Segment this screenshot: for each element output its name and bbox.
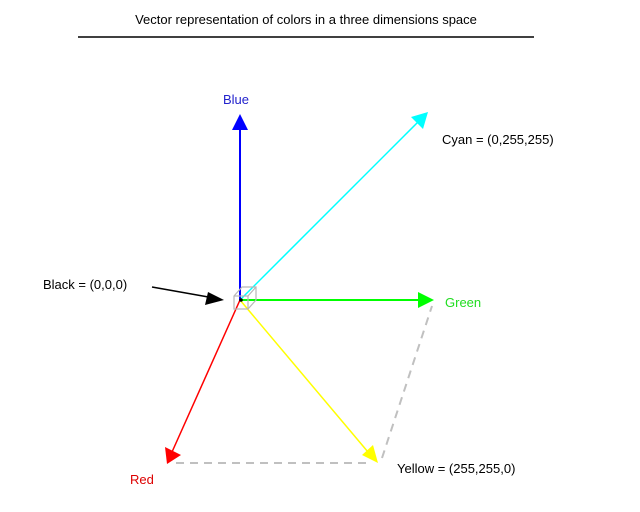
yellow-arrowhead bbox=[362, 445, 378, 463]
red-arrowhead bbox=[165, 447, 181, 464]
blue-label: Blue bbox=[223, 92, 249, 107]
guide-dashed-yellow-green bbox=[381, 305, 433, 459]
diagram-title: Vector representation of colors in a thr… bbox=[135, 12, 477, 27]
black-label: Black = (0,0,0) bbox=[43, 277, 127, 292]
cyan-label: Cyan = (0,255,255) bbox=[442, 132, 554, 147]
cyan-vector-line bbox=[239, 121, 419, 301]
blue-arrowhead bbox=[232, 114, 248, 130]
red-vector-line bbox=[171, 299, 241, 453]
black-pointer-arrowhead bbox=[205, 292, 224, 305]
green-arrowhead bbox=[418, 292, 434, 308]
origin-cube bbox=[233, 286, 257, 310]
green-label: Green bbox=[445, 295, 481, 310]
yellow-vector-line bbox=[239, 299, 369, 453]
red-label: Red bbox=[130, 472, 154, 487]
cyan-arrowhead bbox=[411, 112, 428, 129]
yellow-label: Yellow = (255,255,0) bbox=[397, 461, 515, 476]
black-pointer-line bbox=[151, 286, 215, 299]
origin-point bbox=[239, 298, 243, 302]
